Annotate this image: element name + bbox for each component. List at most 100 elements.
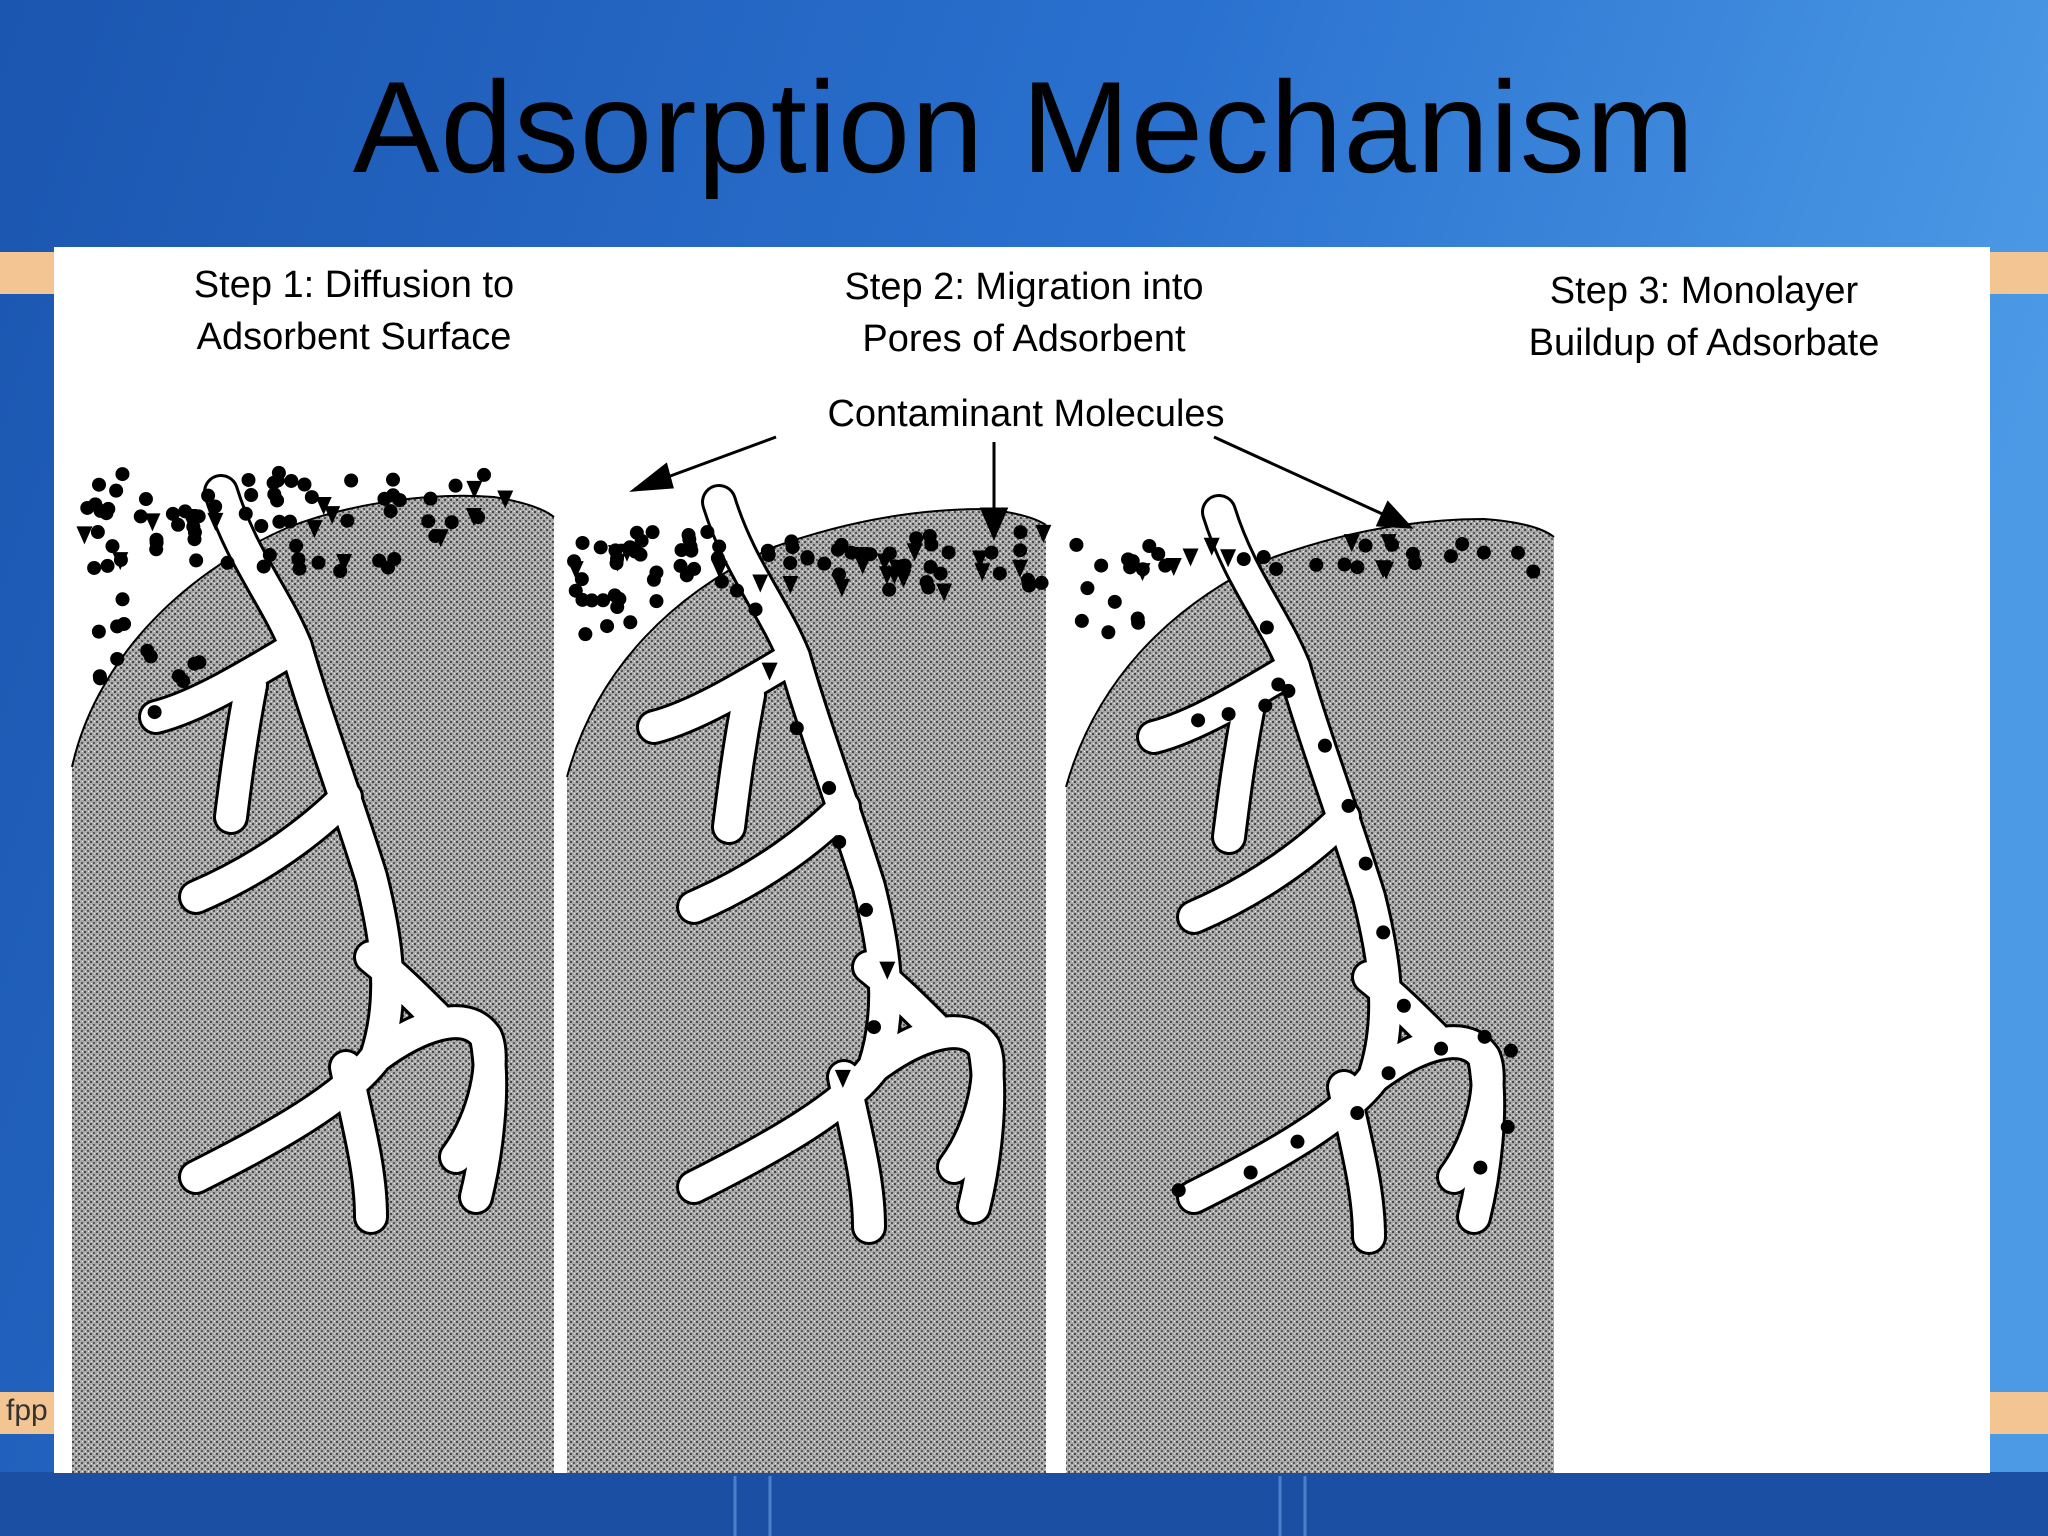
- accent-bar-left-top: [0, 252, 54, 294]
- molecule-dot: [1022, 578, 1037, 593]
- molecule-triangle: [888, 559, 905, 578]
- molecule-dot: [700, 525, 715, 540]
- molecule-dot: [1317, 738, 1332, 753]
- molecule-dot: [284, 473, 299, 488]
- molecule-dot: [149, 532, 164, 547]
- molecule-dot: [1290, 1134, 1305, 1149]
- molecule-dot: [1381, 1066, 1396, 1081]
- molecule-dot: [372, 553, 387, 568]
- molecule-dot: [117, 616, 132, 631]
- molecule-dot: [340, 513, 355, 528]
- molecule-dot: [1269, 562, 1284, 577]
- molecule-dot: [90, 525, 105, 540]
- molecule-dot: [92, 477, 107, 492]
- molecule-dot: [91, 624, 106, 639]
- molecule-triangle: [972, 550, 989, 569]
- molecule-dot: [1281, 683, 1296, 698]
- molecule-dot: [629, 525, 644, 540]
- molecule-dot: [623, 615, 638, 630]
- molecule-triangle: [1165, 557, 1182, 576]
- molecule-dot: [919, 575, 934, 590]
- molecule-triangle: [1203, 537, 1220, 556]
- molecule-dot: [789, 721, 804, 736]
- molecule-dot: [882, 582, 897, 597]
- molecule-dot: [785, 540, 800, 555]
- molecule-triangle: [1182, 548, 1199, 567]
- molecule-dot: [1500, 1119, 1515, 1134]
- molecule-dot: [100, 558, 115, 573]
- molecule-dot: [1350, 1106, 1365, 1121]
- molecule-dot: [992, 566, 1007, 581]
- step-2-label: Step 2: Migration into Pores of Adsorben…: [789, 261, 1259, 365]
- molecule-dot: [607, 588, 622, 603]
- molecule-dot: [192, 655, 207, 670]
- molecule-dot: [387, 551, 402, 566]
- step-3-label: Step 3: Monolayer Buildup of Adsorbate: [1484, 265, 1924, 369]
- molecule-dot: [292, 561, 307, 576]
- molecule-dot: [208, 499, 223, 514]
- molecule-dot: [1258, 698, 1273, 713]
- accent-bar-left-bottom: [0, 1392, 54, 1434]
- molecule-dot: [244, 488, 259, 503]
- step-1-label: Step 1: Diffusion to Adsorbent Surface: [144, 259, 564, 363]
- step-3-line-1: Step 3: Monolayer: [1549, 270, 1859, 312]
- molecule-dot: [574, 572, 589, 587]
- step-1-line-2: Adsorbent Surface: [196, 316, 512, 358]
- adsorbent-particle-2: [566, 502, 1047, 1473]
- molecule-dot: [1121, 552, 1136, 567]
- molecule-dot: [270, 473, 285, 488]
- molecule-dot: [256, 559, 271, 574]
- molecule-dot: [628, 544, 643, 559]
- molecule-dot: [344, 473, 359, 488]
- molecule-dot: [1191, 713, 1206, 728]
- molecule-dot: [110, 651, 125, 666]
- molecule-dot: [1034, 575, 1049, 590]
- molecule-dot: [649, 594, 664, 609]
- molecule-dot: [1473, 1160, 1488, 1175]
- footer-text: fpp: [6, 1394, 48, 1427]
- molecule-dot: [477, 467, 492, 482]
- molecule-dot: [201, 488, 216, 503]
- molecule-triangle: [497, 490, 514, 509]
- molecule-triangle: [144, 513, 161, 532]
- molecule-dot: [109, 483, 124, 498]
- molecule-triangle: [879, 961, 896, 980]
- molecule-triangle: [567, 561, 584, 580]
- molecule-triangle: [782, 575, 799, 594]
- accent-bar-right-top: [1990, 252, 2048, 294]
- molecule-dot: [178, 504, 193, 519]
- molecule-dot: [933, 566, 948, 581]
- molecule-triangle: [306, 520, 323, 539]
- molecule-dot: [189, 553, 204, 568]
- molecule-dot: [1309, 557, 1324, 572]
- molecule-dot: [1151, 546, 1166, 561]
- molecule-dot: [92, 669, 107, 684]
- molecule-triangle: [974, 563, 991, 582]
- molecule-dot: [600, 619, 615, 634]
- molecule-dot: [138, 492, 153, 507]
- molecule-triangle: [711, 560, 728, 579]
- molecule-dot: [578, 627, 593, 642]
- molecule-dot: [297, 477, 312, 492]
- molecule-dot: [1434, 1041, 1449, 1056]
- molecule-dot: [866, 1020, 881, 1035]
- molecule-triangle: [761, 662, 778, 681]
- molecule-dot: [593, 540, 608, 555]
- molecule-triangle: [336, 554, 353, 573]
- molecule-dot: [645, 525, 660, 540]
- molecule-dot: [712, 539, 727, 554]
- adsorption-diagram: [71, 435, 1555, 1473]
- molecule-dot: [832, 834, 847, 849]
- accent-bar-right-bottom: [1990, 1392, 2048, 1434]
- molecule-dot: [1350, 560, 1365, 575]
- molecule-triangle: [315, 497, 332, 516]
- molecule-dot: [673, 558, 688, 573]
- step-3-line-2: Buildup of Adsorbate: [1528, 322, 1880, 364]
- molecule-dot: [909, 531, 924, 546]
- step-2-line-1: Step 2: Migration into: [844, 266, 1204, 308]
- molecule-dot: [817, 556, 832, 571]
- molecule-dot: [1526, 564, 1541, 579]
- molecule-triangle: [1134, 563, 1151, 582]
- molecule-dot: [140, 643, 155, 658]
- molecule-dot: [423, 491, 438, 506]
